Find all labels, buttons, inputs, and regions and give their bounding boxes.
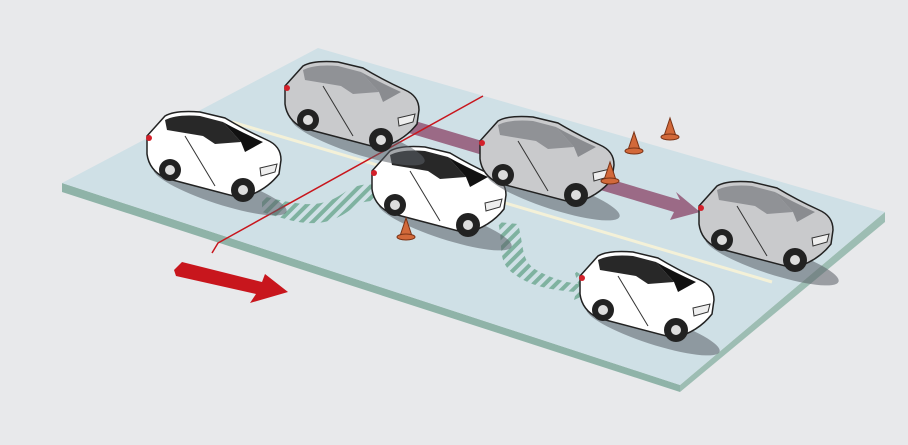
traffic-cone <box>660 116 680 141</box>
car-gray-middle <box>479 115 620 221</box>
car-gray-front <box>698 180 839 286</box>
car-white-end <box>579 250 720 356</box>
traffic-cone <box>396 216 416 241</box>
traffic-cone <box>624 130 644 155</box>
car-white-middle <box>371 145 512 251</box>
red-direction-arrow <box>174 262 288 303</box>
car-gray-back <box>284 60 425 166</box>
green-path-first <box>262 184 386 224</box>
cones <box>396 116 680 241</box>
traffic-cone <box>600 160 620 185</box>
road-edge <box>62 183 680 392</box>
cars <box>146 60 839 356</box>
car-white-start <box>146 110 287 216</box>
road-edge-right <box>680 212 885 392</box>
